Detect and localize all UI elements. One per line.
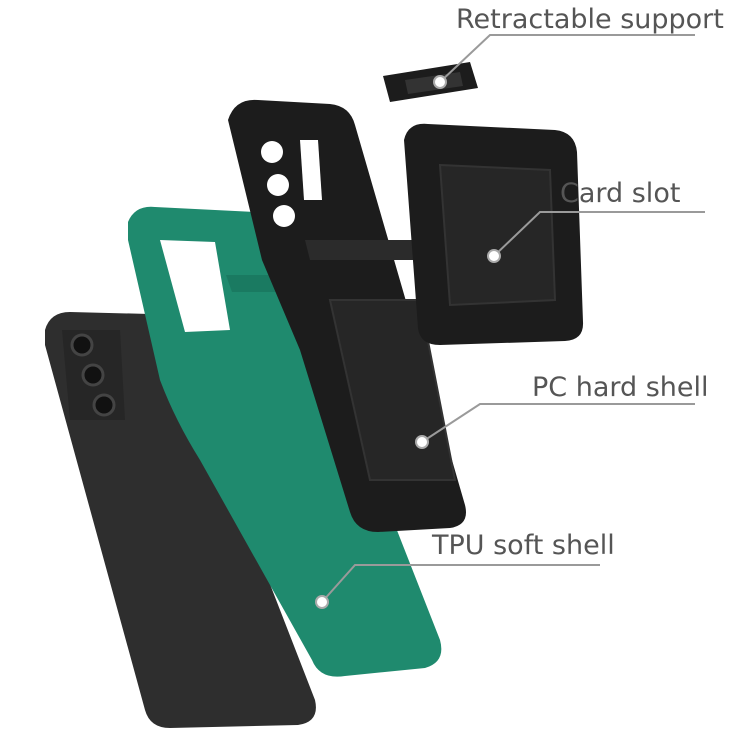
label-card-slot: Card slot <box>560 178 681 209</box>
label-pc-hard-shell: PC hard shell <box>532 372 709 403</box>
pc-hard-shell <box>228 99 466 533</box>
label-tpu-soft-shell: TPU soft shell <box>432 530 615 561</box>
callout-line-card <box>493 211 705 257</box>
phone <box>45 312 316 728</box>
callout-line-pc <box>421 403 695 443</box>
card-slot <box>404 123 584 345</box>
callout-line-retractable <box>439 34 695 83</box>
callout-line-tpu <box>321 564 600 603</box>
retractable-support <box>383 62 478 102</box>
label-retractable-support: Retractable support <box>456 4 724 35</box>
callout-lines <box>321 34 705 603</box>
callout-dots <box>315 75 501 609</box>
